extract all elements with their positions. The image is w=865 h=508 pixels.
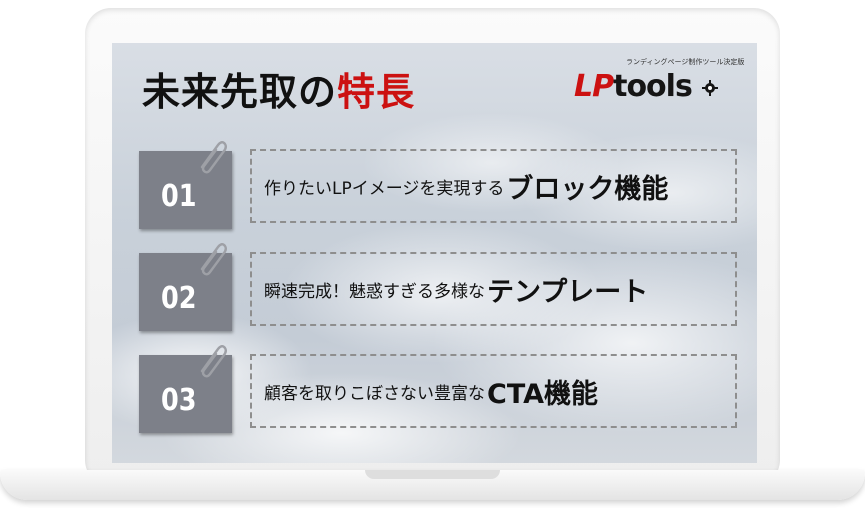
feature-number: 03	[161, 383, 197, 418]
laptop-screen: 未来先取の特長 ランディングページ制作ツール決定版 LPtools 01 作りた…	[112, 43, 757, 463]
feature-lead: 顧客を取りこぼさない豊富な	[264, 383, 485, 404]
paperclip-icon	[200, 141, 227, 174]
title-main: 未来先取の	[142, 69, 338, 114]
feature-number: 01	[161, 179, 197, 214]
feature-lead: 瞬速完成！魅惑すぎる多様な	[264, 281, 485, 302]
feature-lead: 作りたいLPイメージを実現する	[264, 178, 505, 199]
feature-number-tag: 01	[139, 141, 232, 229]
logo-tools: tools	[613, 69, 693, 104]
feature-number: 02	[161, 281, 197, 316]
feature-emphasis: CTA機能	[487, 378, 599, 410]
feature-number-tag: 02	[139, 243, 232, 331]
page-title: 未来先取の特長	[142, 61, 415, 116]
feature-number-tag: 03	[139, 345, 232, 433]
title-accent: 特長	[337, 69, 416, 114]
gear-icon	[702, 79, 719, 96]
paperclip-icon	[200, 345, 227, 378]
logo-lp: LP	[574, 69, 614, 104]
logo-wordmark: LPtools	[574, 69, 719, 104]
laptop-notch	[365, 470, 500, 479]
feature-emphasis: テンプレート	[487, 276, 649, 308]
feature-item: 作りたいLPイメージを実現するブロック機能	[250, 149, 737, 223]
feature-item: 瞬速完成！魅惑すぎる多様なテンプレート	[250, 252, 737, 326]
logo-tagline: ランディングページ制作ツール決定版	[626, 58, 745, 66]
paperclip-icon	[200, 243, 227, 276]
feature-emphasis: ブロック機能	[506, 173, 669, 205]
lptools-logo: ランディングページ制作ツール決定版 LPtools	[574, 57, 744, 107]
